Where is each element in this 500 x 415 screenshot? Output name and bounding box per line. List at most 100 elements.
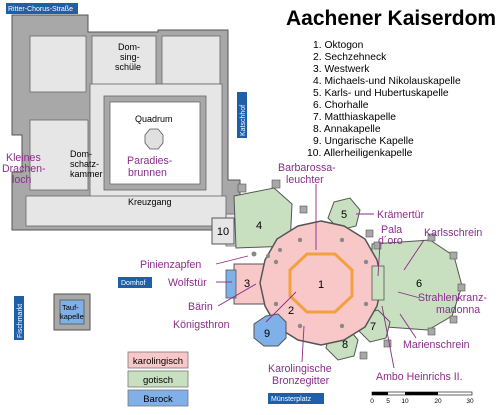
room-number-4: 4	[256, 220, 262, 232]
legend-swatch-karolingisch	[127, 351, 189, 369]
feature-labels: Kleines Drachen- loch Paradies- brunnen …	[2, 152, 487, 387]
street-east-badge	[237, 92, 247, 138]
marienschrein-label: Marienschrein	[403, 339, 470, 351]
pinienzapfen-label: Pinienzapfen	[140, 259, 201, 271]
koenigsthron-label: Königsthron	[173, 319, 230, 331]
kleines-drachenloch-label: Drachen-	[2, 163, 46, 175]
legend-label-barock: Barock	[143, 394, 173, 405]
buttresses	[237, 179, 466, 360]
scale-tick: 10	[401, 398, 409, 405]
street-domhof-badge	[118, 277, 152, 288]
strahlenkranzmadonna-label: Strahlenkranz-	[418, 292, 487, 304]
room-list-item: 4. Michaels-und Nikolauskapelle	[313, 76, 461, 87]
legend-swatch-barock	[127, 389, 189, 407]
room-5-karlskapelle	[327, 197, 361, 231]
wolfstuer-porch	[225, 269, 237, 299]
room-list-item: 9. Ungarische Kapelle	[313, 136, 414, 147]
barbarossaleuchter-label: Barbarossa-	[278, 162, 336, 174]
cloister-labels: Dom- sing- schüle Quadrum Dom- schatz- k…	[60, 42, 173, 321]
kleines-drachenloch-label: Kleines	[6, 152, 41, 164]
room-list-item: 3. Westwerk	[313, 64, 370, 75]
room-1-oktogon	[288, 252, 354, 314]
barbarossaleuchter-label: leuchter	[286, 174, 324, 186]
page-title: Aachener Kaiserdom	[286, 7, 496, 30]
domsingschule-label: Dom-	[118, 42, 140, 52]
room-number-9: 9	[264, 328, 270, 340]
cloister-west-hall	[29, 35, 87, 93]
legend-label-karolingisch: karolingisch	[133, 356, 183, 367]
taufkapelle	[53, 293, 91, 331]
room-list: 1. Oktogon 2. Sechzehneck 3. Westwerk 4.…	[307, 40, 461, 159]
street-north-badge	[6, 3, 78, 14]
legend-label-gotisch: gotisch	[143, 375, 173, 386]
leader-lines	[215, 184, 425, 369]
scale-tick: 30	[466, 398, 474, 405]
wolfstuer-label: Wolfstür	[168, 277, 207, 289]
room-number-5: 5	[341, 209, 347, 221]
domschatzkammer-label: schatz-	[70, 159, 99, 169]
street-east: Katschhof	[240, 105, 247, 136]
room-list-item: 1. Oktogon	[313, 40, 364, 51]
street-south-badge	[268, 393, 324, 404]
pillars	[251, 237, 369, 329]
room-number-6: 6	[416, 278, 422, 290]
pala-doro-label: Pala	[381, 224, 402, 236]
room-list-item: 2. Sechzehneck	[313, 52, 387, 63]
karlsschrein-label: Karlsschrein	[424, 227, 482, 239]
street-north: Ritter-Chorus-Straße	[8, 6, 73, 13]
scale-tick: 20	[434, 398, 442, 405]
room-number-1: 1	[318, 279, 324, 291]
kraemertuer-label: Krämertür	[377, 209, 425, 221]
street-south: Münsterplatz	[271, 396, 312, 403]
room-list-item: 6. Chorhalle	[313, 100, 369, 111]
domschatzkammer-label: Dom-	[70, 149, 92, 159]
pala-doro-altar	[371, 265, 385, 301]
street-west: Fischmarkt	[17, 304, 24, 338]
street-west-badge	[14, 296, 24, 340]
street-domhof: Domhof	[121, 280, 146, 287]
room-number-7: 7	[370, 321, 376, 333]
period-legend: karolingisch gotisch Barock	[127, 351, 189, 407]
cloister-complex	[11, 14, 241, 247]
scale-tick: 5	[386, 398, 390, 405]
ambo-label: Ambo Heinrichs II.	[376, 371, 463, 383]
karolingische-bronzegitter-label: Karolingische	[268, 363, 332, 375]
room-number-2: 2	[288, 305, 294, 317]
cloister-south-corridor	[25, 195, 227, 227]
room-10-allerheiligenkapelle	[211, 217, 235, 245]
room-number-10: 10	[217, 226, 229, 238]
scale-tick: 0	[370, 398, 374, 405]
domschatzkammer-room	[29, 119, 89, 191]
cloister-east-hall	[161, 35, 221, 85]
strahlenkranzmadonna-label: madonna	[436, 304, 480, 316]
paradiesbrunnen-label: Paradies-	[127, 155, 173, 167]
kreuzgang-label: Kreuzgang	[128, 197, 172, 207]
room-list-item: 8. Annakapelle	[313, 124, 381, 135]
room-number-8: 8	[342, 339, 348, 351]
pala-doro-label: d´oro	[378, 235, 403, 247]
domsingschule-label: sing-	[120, 52, 140, 62]
room-number-3: 3	[244, 278, 250, 290]
room-numbers: 1 2 3 4 5 6 7 8 9 10	[217, 209, 422, 351]
taufkapelle-label: kapelle	[60, 312, 84, 321]
room-list-item: 10. Allerheiligenkapelle	[307, 148, 413, 159]
domschatzkammer-label: kammer	[70, 169, 103, 179]
street-labels: Ritter-Chorus-Straße Katschhof Domhof Fi…	[6, 3, 324, 404]
paradiesbrunnen-label: brunnen	[128, 167, 167, 179]
legend-swatch-gotisch	[127, 370, 189, 388]
quadrum-label: Quadrum	[135, 114, 173, 124]
room-list-item: 5. Karls- und Hubertuskapelle	[313, 88, 449, 99]
kleines-drachenloch-label: loch	[12, 174, 32, 186]
room-4-michaelskapelle	[233, 187, 293, 249]
room-9-ungarische-kapelle	[253, 313, 287, 347]
taufkapelle-label: Tauf-	[62, 303, 79, 312]
baerin-label: Bärin	[188, 301, 213, 313]
scale-bar: 0 5 10 20 30	[370, 391, 474, 405]
karolingische-bronzegitter-label: Bronzegitter	[272, 375, 330, 387]
domsingschule-room	[91, 35, 157, 89]
paradiesbrunnen-fountain	[144, 128, 164, 150]
room-list-item: 7. Matthiaskapelle	[313, 112, 396, 123]
cathedral	[211, 179, 466, 361]
domsingschule-label: schüle	[115, 62, 141, 72]
